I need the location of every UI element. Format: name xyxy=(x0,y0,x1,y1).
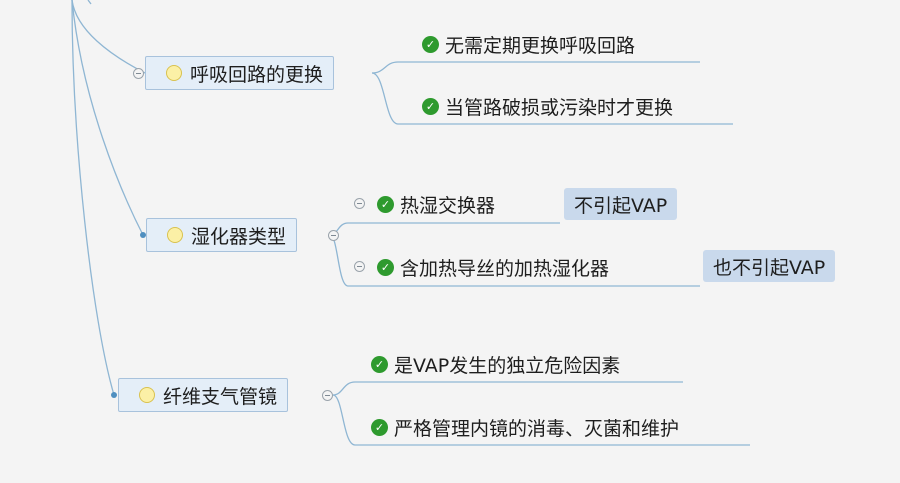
connector-leaf-1-2 xyxy=(371,72,733,125)
leaf-item[interactable]: ✓ 无需定期更换呼吸回路 xyxy=(422,31,635,58)
callout-note: 不引起VAP xyxy=(564,188,678,220)
connector-topic-1 xyxy=(71,0,146,74)
collapse-icon[interactable] xyxy=(322,390,333,401)
leaf-item[interactable]: ✓ 热湿交换器 xyxy=(377,191,495,218)
check-icon: ✓ xyxy=(371,356,388,373)
collapse-icon[interactable] xyxy=(354,261,365,272)
bulb-icon xyxy=(167,227,183,243)
callout-note: 也不引起VAP xyxy=(703,250,836,282)
leaf-item[interactable]: ✓ 是VAP发生的独立危险因素 xyxy=(371,351,620,378)
topic-label: 湿化器类型 xyxy=(191,225,287,248)
leaf-item[interactable]: ✓ 含加热导丝的加热湿化器 xyxy=(377,254,609,281)
connector-leaf-3-1 xyxy=(332,381,683,396)
leaf-label: 热湿交换器 xyxy=(400,195,496,217)
leaf-label: 是VAP发生的独立危险因素 xyxy=(394,355,621,377)
connector-leaf-1-1 xyxy=(371,61,700,74)
collapse-icon[interactable] xyxy=(133,68,144,79)
connector-topic-3 xyxy=(71,0,115,396)
topic-fiberoptic-bronchoscope[interactable]: 纤维支气管镜 xyxy=(118,378,289,412)
check-icon: ✓ xyxy=(422,36,439,53)
topic-breathing-circuit-change[interactable]: 呼吸回路的更换 xyxy=(145,56,335,90)
check-icon: ✓ xyxy=(377,196,394,213)
check-icon: ✓ xyxy=(422,98,439,115)
leaf-item[interactable]: ✓ 当管路破损或污染时才更换 xyxy=(422,93,673,120)
leaf-label: 当管路破损或污染时才更换 xyxy=(445,97,674,119)
note-label: 不引起VAP xyxy=(574,194,668,217)
connector-leaf-2-1 xyxy=(329,222,560,236)
connector-anchor-dot xyxy=(140,232,146,238)
topic-label: 呼吸回路的更换 xyxy=(190,63,324,86)
leaf-label: 无需定期更换呼吸回路 xyxy=(445,35,636,57)
check-icon: ✓ xyxy=(371,419,388,436)
check-icon: ✓ xyxy=(377,259,394,276)
topic-label: 纤维支气管镜 xyxy=(163,385,278,408)
topic-humidifier-type[interactable]: 湿化器类型 xyxy=(146,218,298,252)
bulb-icon xyxy=(139,387,155,403)
bulb-icon xyxy=(166,65,182,81)
collapse-icon[interactable] xyxy=(354,198,365,209)
note-label: 也不引起VAP xyxy=(713,256,826,279)
leaf-item[interactable]: ✓ 严格管理内镜的消毒、灭菌和维护 xyxy=(371,414,679,441)
connector-topic-2 xyxy=(71,0,144,236)
connector-leaf-3-2 xyxy=(332,394,750,446)
collapse-icon[interactable] xyxy=(328,230,339,241)
leaf-label: 严格管理内镜的消毒、灭菌和维护 xyxy=(394,418,680,440)
leaf-label: 含加热导丝的加热湿化器 xyxy=(400,258,610,280)
connector-anchor-dot xyxy=(111,392,117,398)
